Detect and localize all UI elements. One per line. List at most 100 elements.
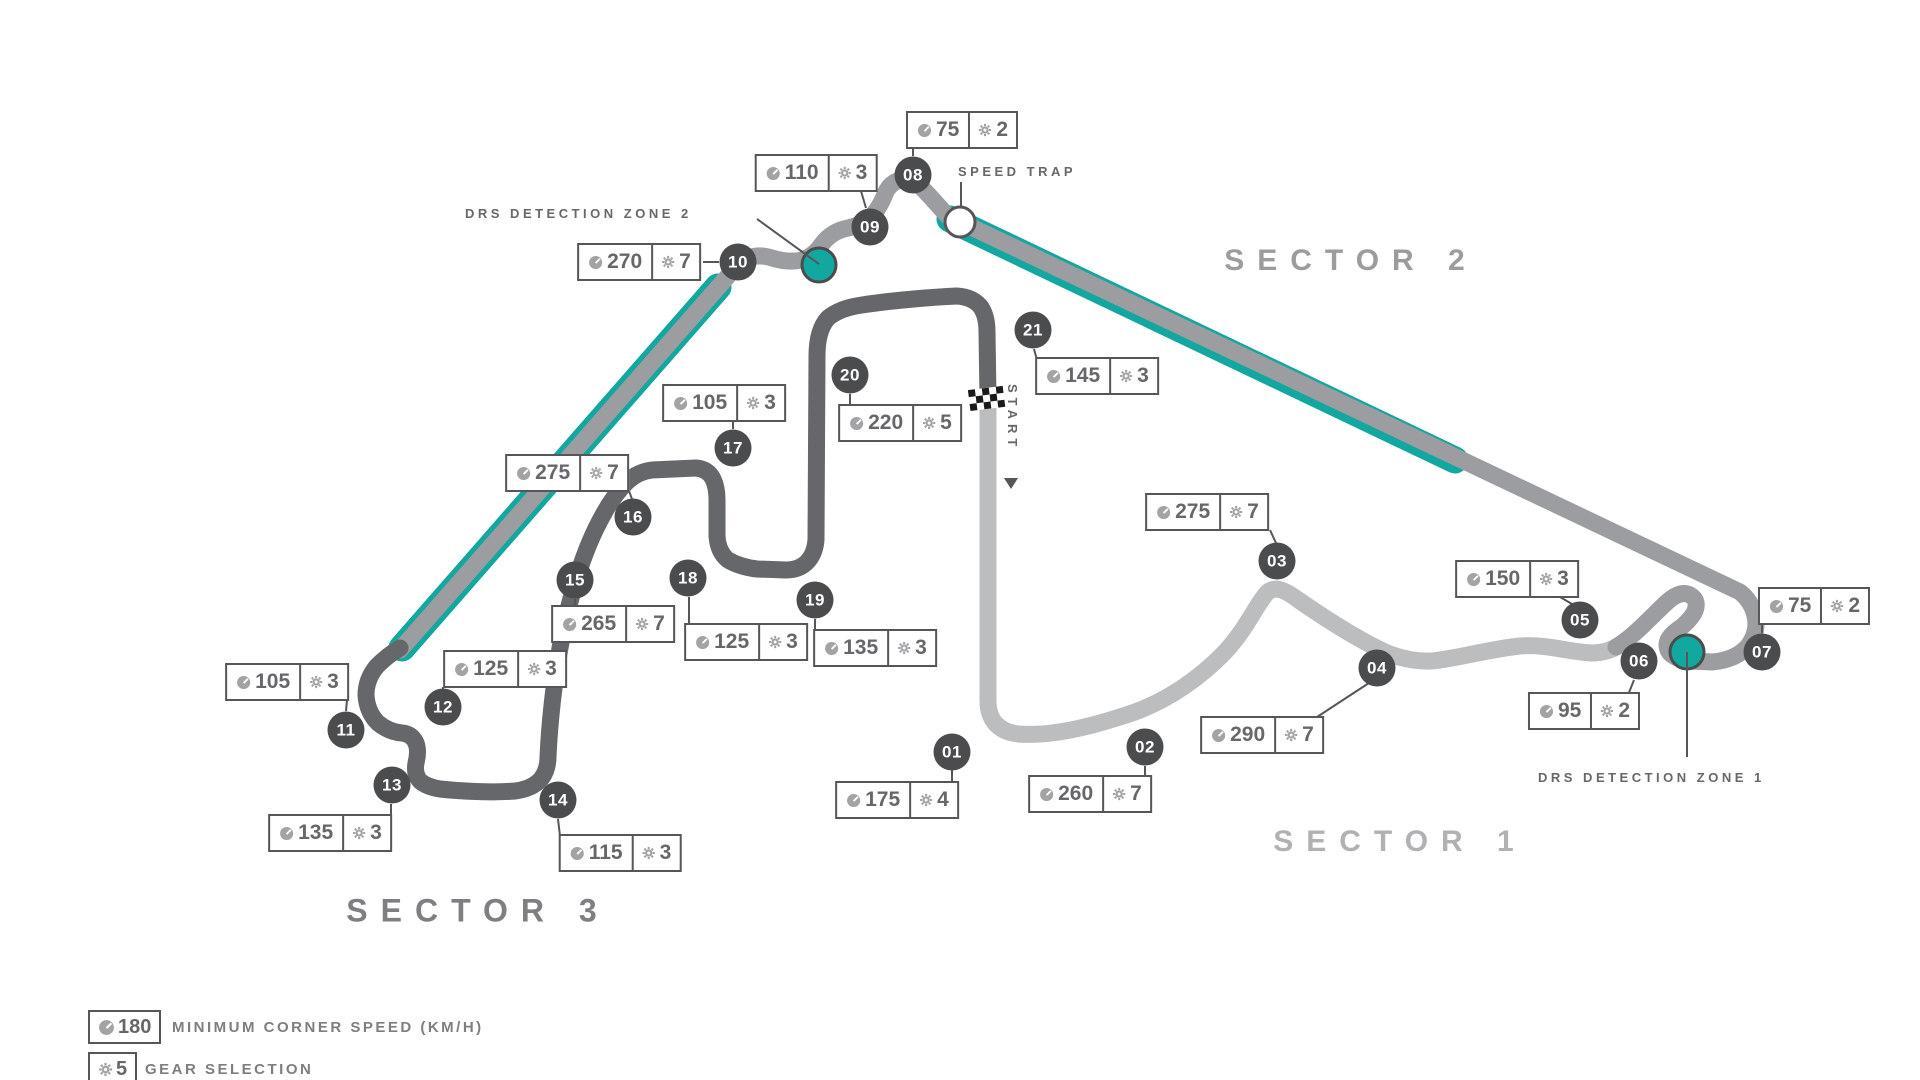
corner-number-marker: 07 [1743, 633, 1781, 671]
corner-number-marker: 02 [1126, 728, 1164, 766]
corner-info-box: 95 2 [1527, 692, 1641, 730]
corner-number-marker: 17 [714, 429, 752, 467]
gear-icon [1831, 599, 1844, 613]
corner-speed-value: 95 [1557, 699, 1582, 722]
speedometer-icon [1467, 572, 1481, 586]
corner-speed-cell: 275 [507, 456, 579, 490]
corner-speed-cell: 260 [1030, 777, 1102, 811]
corner-number-marker: 01 [933, 733, 971, 771]
corner-gear-cell: 2 [1590, 694, 1638, 728]
speedometer-icon [917, 123, 932, 137]
speedometer-icon [1212, 728, 1226, 742]
corner-gear-value: 4 [937, 788, 949, 811]
gear-icon [310, 675, 323, 689]
corner-number: 04 [1367, 658, 1387, 677]
corner-number: 01 [942, 742, 962, 761]
corner-info-box: 125 3 [443, 650, 567, 688]
corner-number-marker: 08 [894, 156, 932, 194]
corner-number: 11 [336, 720, 356, 739]
corner-info-box: 105 3 [225, 663, 349, 701]
corner-number-marker: 06 [1620, 642, 1658, 680]
sector-2-label: SECTOR 2 [1224, 244, 1478, 277]
gear-icon [923, 416, 936, 430]
speedometer-icon [517, 466, 531, 480]
corner-gear-cell: 7 [625, 607, 673, 641]
corner-speed-cell: 290 [1202, 718, 1274, 752]
speedometer-icon [237, 675, 251, 689]
drs2-stem [756, 218, 820, 265]
corner-number-marker: 09 [851, 208, 889, 246]
corner-number: 19 [805, 590, 825, 609]
corner-info-box: 105 3 [662, 384, 786, 422]
gear-icon [838, 166, 851, 180]
corner-gear-cell: 3 [631, 836, 680, 870]
corner-speed-cell: 220 [840, 406, 912, 440]
corner-gear-value: 3 [370, 821, 382, 844]
corner-speed-value: 75 [935, 118, 960, 141]
corner-stem-03 [1269, 529, 1277, 544]
corner-stem-04 [1316, 680, 1373, 718]
corner-speed-value: 150 [1485, 567, 1521, 590]
corner-speed-value: 270 [607, 250, 643, 273]
gear-icon [1285, 728, 1298, 742]
corner-info-box: 175 4 [835, 781, 959, 819]
corner-number-marker: 18 [669, 559, 707, 597]
corner-info-box: 275 7 [505, 454, 629, 492]
corner-number: 03 [1267, 551, 1287, 570]
drs-detection-2-marker [800, 246, 838, 284]
corner-stem-09 [860, 190, 867, 209]
corner-speed-value: 105 [255, 670, 291, 693]
corner-gear-cell: 3 [342, 816, 390, 850]
corner-speed-cell: 270 [579, 245, 651, 279]
legend-speed-box: 180 [88, 1010, 162, 1044]
speedometer-icon [766, 166, 780, 180]
corner-gear-cell: 3 [1109, 359, 1157, 393]
corner-speed-value: 220 [868, 411, 904, 434]
corner-gear-cell: 3 [517, 652, 565, 686]
corner-number-marker: 21 [1014, 311, 1052, 349]
gear-icon [642, 846, 655, 860]
corner-number: 07 [1752, 642, 1772, 661]
corner-number: 08 [903, 165, 923, 184]
corner-stem-14 [557, 818, 561, 837]
speedometer-icon [563, 617, 577, 631]
corner-speed-cell: 150 [1457, 562, 1529, 596]
gear-icon [769, 635, 782, 649]
corner-gear-value: 3 [659, 841, 672, 864]
gear-icon [636, 617, 649, 631]
speedometer-icon [674, 396, 688, 410]
corner-info-box: 275 7 [1145, 493, 1269, 531]
corner-number-marker: 05 [1561, 601, 1599, 639]
corner-speed-cell: 105 [664, 386, 736, 420]
corner-info-box: 145 3 [1035, 357, 1159, 395]
corner-gear-cell: 3 [827, 156, 876, 190]
corner-gear-value: 3 [786, 630, 798, 653]
corner-number-marker: 20 [831, 356, 869, 394]
speedometer-icon [1769, 599, 1784, 613]
legend-gear-label: GEAR SELECTION [145, 1061, 314, 1078]
corner-speed-cell: 110 [757, 156, 828, 190]
corner-speed-value: 75 [1787, 594, 1812, 617]
corner-info-box: 220 5 [838, 404, 962, 442]
corner-info-box: 270 7 [577, 243, 701, 281]
corner-number: 17 [723, 438, 743, 457]
corner-number-marker: 04 [1358, 649, 1396, 687]
start-label: START [1005, 384, 1020, 452]
legend-gear-box: 5 [88, 1052, 138, 1080]
corner-speed-value: 145 [1065, 364, 1101, 387]
corner-info-box: 110 3 [754, 154, 878, 192]
corner-info-box: 150 3 [1455, 560, 1579, 598]
corner-speed-value: 110 [784, 161, 819, 184]
speedometer-icon [280, 826, 294, 840]
speedometer-icon [825, 641, 839, 655]
gear-icon [979, 123, 992, 137]
corner-speed-cell: 135 [815, 631, 887, 665]
corner-number-marker: 16 [614, 498, 652, 536]
corner-speed-value: 135 [843, 636, 879, 659]
legend-gear-value: 5 [116, 1057, 128, 1080]
speedometer-icon [1040, 787, 1054, 801]
corner-gear-value: 3 [327, 670, 339, 693]
speedometer-icon [1157, 505, 1171, 519]
corner-speed-value: 105 [692, 391, 728, 414]
